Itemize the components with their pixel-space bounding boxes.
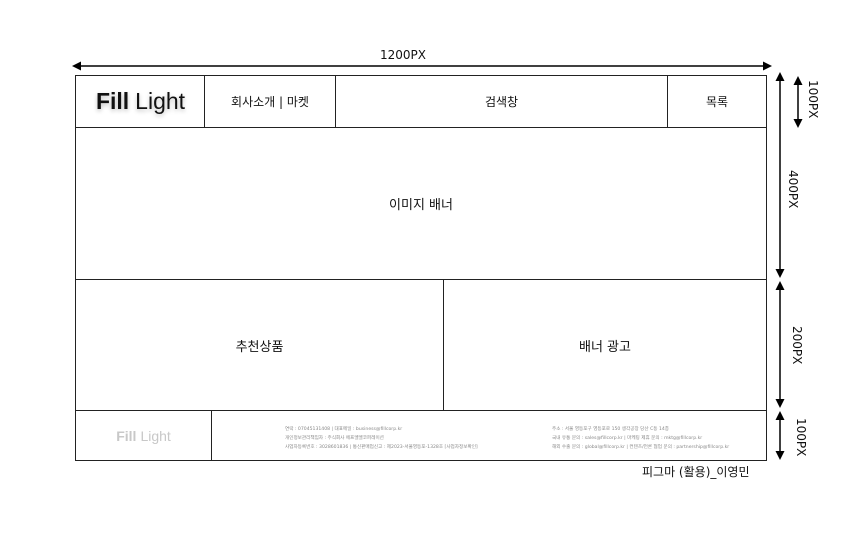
footer-height-label: 100PX (794, 418, 808, 457)
divider (211, 411, 212, 460)
footer-info-line: 국내 유통 문의 : sales@fillcorp.kr | 마케팅 제휴 문의… (552, 436, 703, 441)
header-height-label: 100PX (806, 80, 820, 119)
width-label: 1200PX (380, 48, 426, 62)
banner-height-label: 400PX (786, 170, 800, 209)
search-bar[interactable]: 검색창 (484, 95, 519, 109)
middle-height-label: 200PX (790, 326, 804, 365)
logo-bold-text: Fill (95, 88, 130, 114)
recommended-products-label: 추천상품 (235, 339, 284, 355)
nav-menu[interactable]: 회사소개 | 마켓 (231, 95, 309, 109)
logo-light-text: Light (135, 88, 186, 114)
footer-info-line: 주소 : 서울 영등포구 영등포로 150 생각공장 당산 C동 14층 (552, 427, 670, 432)
list-menu[interactable]: 목록 (705, 95, 729, 109)
footer-logo-light: Light (140, 427, 171, 444)
image-banner[interactable]: 이미지 배너 (75, 127, 767, 280)
banner-ad[interactable]: 배너 광고 (443, 279, 767, 411)
divider (335, 76, 336, 127)
header-logo[interactable]: Fill Light (76, 76, 205, 127)
credit-text: 피그마 (활용)_이영민 (642, 465, 750, 479)
width-arrow (72, 61, 772, 71)
image-banner-label: 이미지 배너 (389, 198, 453, 213)
footer-contact-info: 주소 : 서울 영등포구 영등포로 150 생각공장 당산 C동 14층 국내 … (552, 425, 729, 452)
footer-info-line: 개인정보관리책임자 : 주식회사 에프엘엘코퍼레이션 (285, 436, 384, 441)
footer-info-line: 해외 수출 문의 : global@fillcorp.kr | 컨텐츠/언론 협… (552, 445, 730, 450)
footer-info-line: 연락 : 07045131408 | 대표메일 : business@fillc… (285, 427, 403, 432)
divider (667, 76, 668, 127)
divider (204, 76, 205, 127)
recommended-products[interactable]: 추천상품 (75, 279, 444, 411)
footer-logo: Fill Light (76, 411, 211, 460)
footer-info-line: 사업자등록번호 : 3028601836 | 통신판매업신고 : 제2023-서… (285, 445, 478, 450)
banner-ad-label: 배너 광고 (579, 339, 631, 355)
footer-logo-bold: Fill (116, 427, 137, 444)
height-dimension-arrows (775, 72, 803, 460)
footer-company-info: 연락 : 07045131408 | 대표메일 : business@fillc… (285, 425, 478, 452)
footer-frame (75, 410, 767, 461)
